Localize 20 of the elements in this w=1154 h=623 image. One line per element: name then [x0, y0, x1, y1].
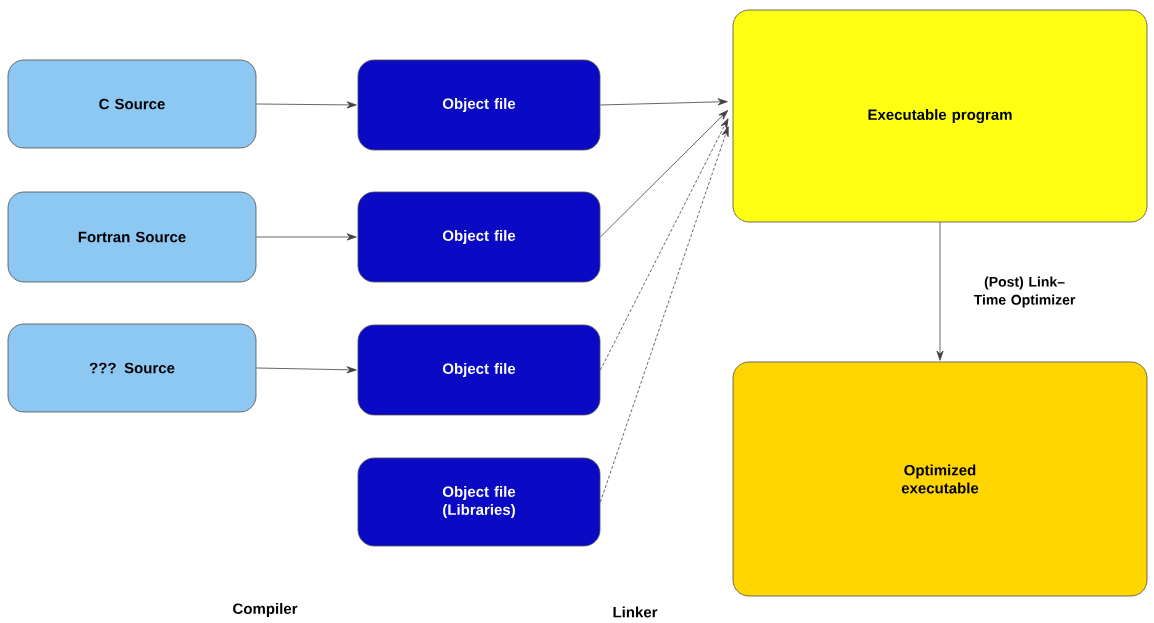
source-box: ??? Source: [7, 323, 257, 413]
arrow: [600, 126, 729, 503]
object-file-box: Object file: [357, 191, 601, 283]
source-box: C Source: [7, 59, 257, 149]
edge-label: (Post) Link–Time Optimizer: [973, 276, 1076, 308]
arrow: [600, 110, 729, 238]
arrow: [936, 222, 944, 361]
source-box: Fortran Source: [7, 191, 257, 283]
object-file-box: Object file (Libraries): [357, 457, 601, 547]
arrow: [256, 101, 357, 109]
stage-label: Compiler: [233, 603, 298, 617]
stage-label: Linker: [613, 606, 658, 618]
object-file-box: Object file: [357, 324, 601, 416]
arrow: [256, 366, 357, 374]
program-box: Executable program: [732, 9, 1148, 223]
object-file-box: Object file: [357, 59, 601, 151]
arrow: [600, 118, 729, 371]
arrow: [256, 233, 357, 241]
arrow: [600, 98, 728, 106]
program-box: Optimized executable: [732, 361, 1148, 597]
